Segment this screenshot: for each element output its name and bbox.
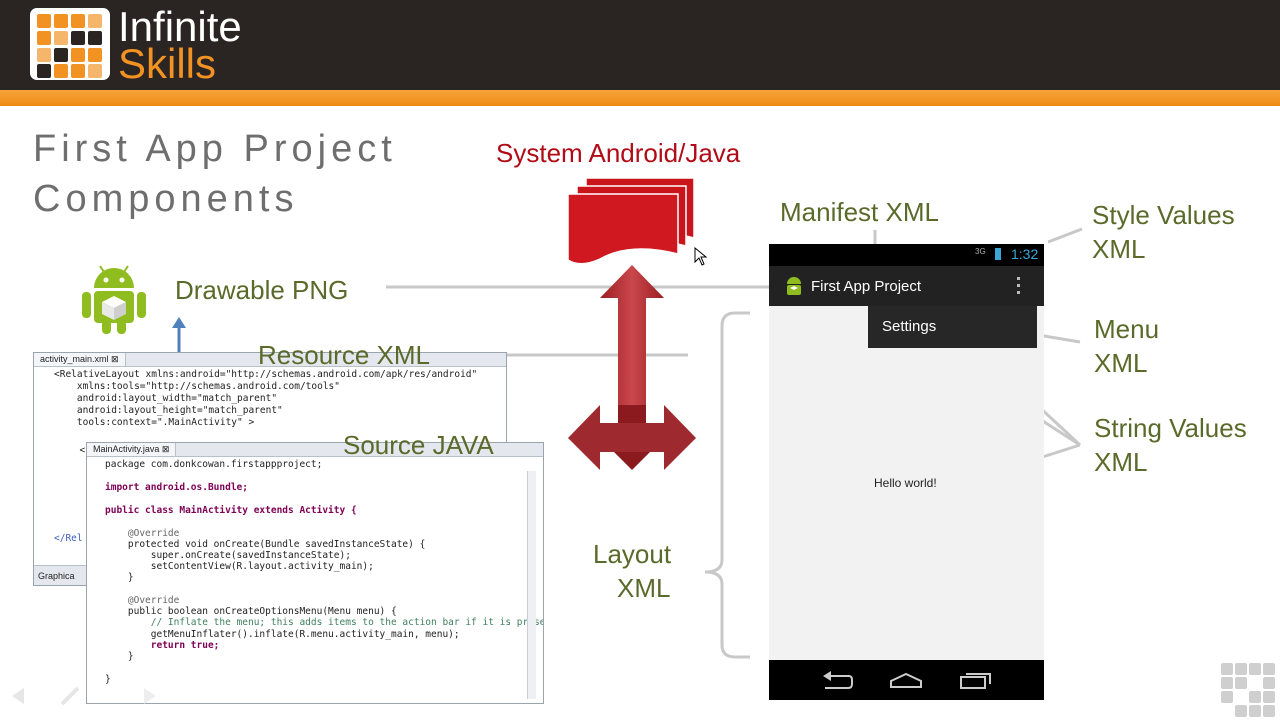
mouse-cursor-icon — [694, 247, 708, 266]
brand-name-line1: Infinite — [118, 3, 242, 50]
java-editor-tab[interactable]: MainActivity.java ⊠ — [87, 443, 177, 456]
java-line: return true; — [105, 640, 220, 651]
header-bar — [0, 0, 1280, 90]
manifest-xml-label: Manifest XML — [780, 197, 939, 227]
overflow-menu-icon[interactable] — [1017, 276, 1021, 296]
header-stripe — [0, 90, 1280, 106]
android-robot-icon — [82, 265, 146, 334]
status-time: 1:32 — [1011, 246, 1039, 262]
xml-line: < — [68, 445, 86, 456]
app-icon — [787, 277, 801, 295]
java-line: } — [105, 674, 111, 685]
java-editor-scrollbar[interactable] — [527, 471, 536, 699]
network-signal-icon: 3G — [975, 247, 986, 256]
watermark-logo-icon — [1218, 660, 1278, 718]
java-line: getMenuInflater().inflate(R.menu.activit… — [105, 629, 460, 640]
layout-xml-label-line1: Layout — [593, 539, 672, 569]
navigation-bar — [769, 660, 1044, 700]
slide-title-line2: Components — [33, 178, 299, 220]
xml-editor-tab[interactable]: activity_main.xml ⊠ — [34, 353, 126, 366]
java-line: setContentView(R.layout.activity_main); — [105, 561, 374, 572]
menu-xml-label-line2: XML — [1094, 348, 1148, 378]
java-line: import android.os.Bundle; — [105, 482, 248, 493]
xml-editor-tabbar: activity_main.xml ⊠ — [34, 353, 506, 367]
xml-line: android:layout_height="match_parent" — [54, 405, 283, 416]
style-values-label-line1: Style Values — [1092, 200, 1235, 230]
java-line: public class MainActivity extends Activi… — [105, 505, 357, 516]
slide-nav-icons — [12, 686, 156, 706]
xml-line: </Rel — [54, 533, 83, 544]
java-line: super.onCreate(savedInstanceState); — [105, 550, 351, 561]
settings-menu-item[interactable]: Settings — [882, 318, 937, 335]
java-editor-tabbar: MainActivity.java ⊠ — [87, 443, 543, 457]
home-icon[interactable] — [889, 672, 923, 688]
java-line: public boolean onCreateOptionsMenu(Menu … — [105, 606, 397, 617]
xml-line: android:layout_width="match_parent" — [54, 393, 278, 404]
overflow-menu-popup: Settings — [868, 306, 1037, 348]
graphical-layout-tab[interactable]: Graphica — [38, 571, 75, 581]
brand-name-line2: Skills — [118, 40, 217, 87]
back-icon[interactable] — [821, 670, 853, 690]
xml-line: <RelativeLayout xmlns:android="http://sc… — [54, 369, 478, 380]
java-line: } — [105, 651, 134, 662]
java-line: @Override — [105, 595, 180, 606]
drawable-png-label: Drawable PNG — [175, 275, 349, 305]
recents-icon[interactable] — [959, 670, 993, 690]
string-values-label-line1: String Values — [1094, 413, 1247, 443]
logo-icon — [30, 8, 110, 80]
style-values-label-line2: XML — [1092, 234, 1146, 264]
java-line: @Override — [105, 528, 180, 539]
java-line: } — [105, 572, 134, 583]
menu-xml-label-line1: Menu — [1094, 314, 1160, 344]
xml-line: tools:context=".MainActivity" > — [54, 417, 255, 428]
system-android-java-label: System Android/Java — [496, 138, 741, 168]
layout-xml-label-line2: XML — [617, 573, 671, 603]
status-bar: 3G 1:32 — [769, 244, 1044, 266]
java-line: package com.donkcowan.firstappproject; — [105, 459, 323, 470]
java-editor-window: MainActivity.java ⊠ package com.donkcowa… — [86, 442, 544, 704]
battery-icon — [995, 248, 1001, 260]
app-title: First App Project — [811, 278, 922, 295]
java-line: // Inflate the menu; this adds items to … — [105, 617, 544, 628]
action-bar: First App Project — [769, 266, 1044, 306]
resource-xml-label: Resource XML — [258, 340, 430, 370]
slide-title-line1: First App Project — [33, 128, 397, 170]
string-values-label-line2: XML — [1094, 447, 1148, 477]
xml-line: xmlns:tools="http://schemas.android.com/… — [54, 381, 340, 392]
java-line: protected void onCreate(Bundle savedInst… — [105, 539, 426, 550]
source-java-label: Source JAVA — [343, 430, 494, 460]
hello-world-text: Hello world! — [874, 476, 937, 490]
